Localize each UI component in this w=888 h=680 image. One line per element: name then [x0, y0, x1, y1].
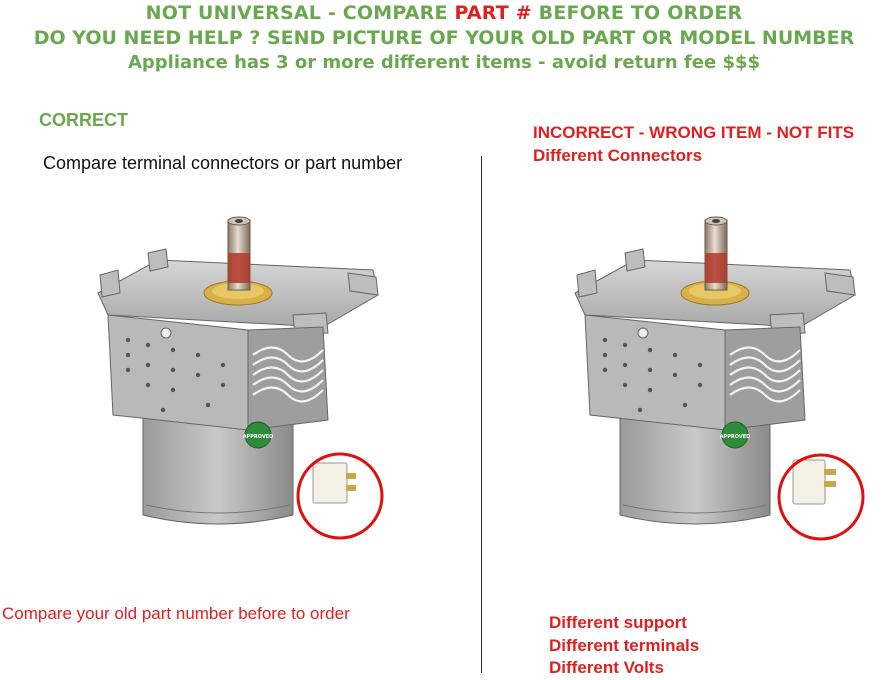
incorrect-label: INCORRECT - WRONG ITEM - NOT FITS: [533, 123, 855, 142]
header-line-3: Appliance has 3 or more different items …: [127, 52, 761, 73]
compare-instruction: Compare terminal connectors or part numb…: [43, 153, 403, 173]
approved-badge-icon: APPROVED: [720, 421, 751, 449]
old-part-footer: Compare your old part number before to o…: [2, 604, 350, 623]
differences-list: Different support Different terminals Di…: [549, 612, 699, 680]
svg-text:APPROVED: APPROVED: [243, 434, 274, 440]
difference-terminals: Different terminals: [549, 635, 700, 655]
correct-label: CORRECT: [39, 110, 128, 130]
header-line-1-end: BEFORE TO ORDER: [531, 2, 743, 24]
difference-volts: Different Volts: [549, 658, 664, 677]
approved-badge-icon: APPROVED: [243, 421, 274, 449]
column-divider: [481, 156, 482, 673]
magnetron-correct-image: APPROVED: [88, 215, 384, 540]
header-part-number: PART #: [454, 2, 532, 24]
header-line-2: DO YOU NEED HELP ? SEND PICTURE OF YOUR …: [33, 27, 855, 49]
terminal-connector-incorrect: [792, 459, 836, 505]
terminal-connector-correct: [312, 462, 356, 504]
header-line-1: NOT UNIVERSAL - COMPARE PART # BEFORE TO…: [0, 2, 888, 24]
header-line-1-start: NOT UNIVERSAL - COMPARE: [145, 2, 455, 24]
magnetron-incorrect-image: APPROVED: [565, 215, 865, 541]
svg-text:APPROVED: APPROVED: [720, 434, 751, 440]
different-connectors-label: Different Connectors: [533, 146, 703, 165]
difference-support: Different support: [549, 613, 687, 632]
